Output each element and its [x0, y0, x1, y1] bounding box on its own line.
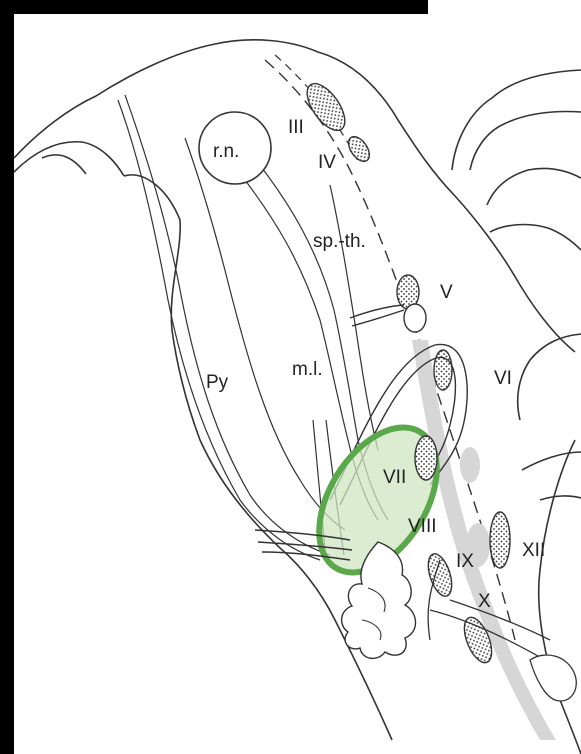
label-VIII: VIII: [408, 516, 437, 537]
nucleus-III-shape: [300, 77, 352, 136]
nucleus-XII-shape: [490, 512, 510, 568]
nucleus-VII-shape: [415, 436, 437, 480]
lower-right-nucleus: [530, 655, 576, 701]
nucleus-IV-shape: [344, 133, 373, 165]
label-pyramidal-tract: Py: [206, 372, 229, 393]
label-medial-lemniscus: m.l.: [292, 359, 323, 380]
label-XII: XII: [522, 540, 545, 561]
label-VII: VII: [383, 467, 406, 488]
label-VI: VI: [494, 368, 512, 389]
top-frame-bar: [0, 0, 428, 14]
label-X: X: [478, 591, 491, 612]
cerebellum-folia: [452, 70, 581, 500]
label-red-nucleus: r.n.: [213, 141, 239, 162]
nucleus-IX-shape: [424, 551, 457, 599]
label-spinothalamic: sp.-th.: [313, 231, 366, 252]
nucleus-VI-shape: [434, 350, 452, 390]
gray-nucleus-upper: [460, 447, 480, 483]
left-frame-bar: [0, 0, 14, 754]
label-IV: IV: [318, 152, 336, 173]
nucleus-V-motor-shape: [404, 304, 426, 332]
label-V: V: [440, 282, 453, 303]
nerve-V-root: [350, 305, 404, 326]
label-III: III: [288, 117, 304, 138]
label-IX: IX: [456, 551, 474, 572]
